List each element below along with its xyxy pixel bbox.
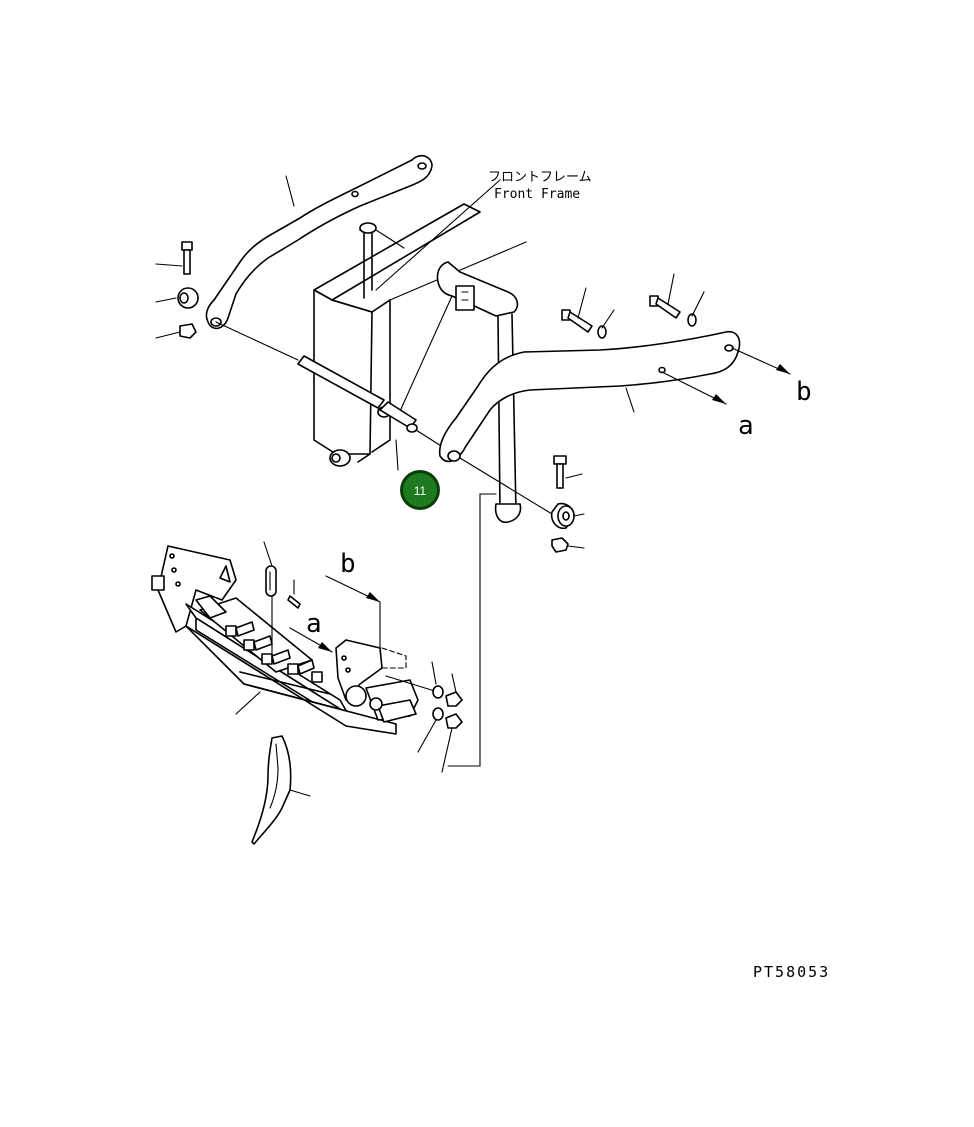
arrow-b-upper: b — [731, 347, 812, 407]
lower-washer-1 — [431, 661, 444, 699]
callout-11-label: 11 — [414, 484, 427, 498]
lower-nut-2 — [441, 713, 463, 773]
right-nut — [551, 537, 585, 553]
lower-nut-1 — [445, 673, 463, 707]
left-bushing — [155, 287, 199, 309]
callout-11[interactable]: 11 — [400, 470, 440, 510]
reference-code: PT58053 — [753, 963, 830, 981]
arrow-a-lower-label: a — [306, 609, 322, 639]
small-pin — [287, 579, 301, 609]
right-bolt-2 — [649, 273, 705, 327]
lower-bracket-assembly — [151, 545, 439, 735]
blade-part — [251, 735, 311, 845]
front-frame-label-jp: フロントフレーム — [488, 170, 592, 185]
front-frame-label: フロントフレーム Front Frame — [488, 170, 592, 202]
arrow-a-upper-label: a — [738, 411, 754, 441]
right-lift-arm — [438, 330, 741, 515]
arrow-b-lower-label: b — [340, 549, 356, 579]
steering-link — [395, 261, 522, 524]
right-bushing — [550, 502, 585, 530]
left-bolt — [155, 241, 193, 275]
lower-washer-2 — [417, 707, 444, 753]
left-lift-arm — [205, 154, 433, 330]
locking-pin — [263, 541, 277, 657]
arrow-a-lower: a — [289, 609, 333, 653]
arrow-b-lower: b — [325, 549, 381, 649]
front-frame — [313, 179, 527, 467]
left-nut — [155, 323, 197, 339]
front-frame-label-en: Front Frame — [494, 187, 580, 202]
arrow-b-upper-label: b — [796, 377, 812, 407]
right-bolt-1 — [561, 287, 615, 339]
arrow-a-upper: a — [661, 371, 754, 441]
right-lower-bolt — [553, 455, 583, 489]
